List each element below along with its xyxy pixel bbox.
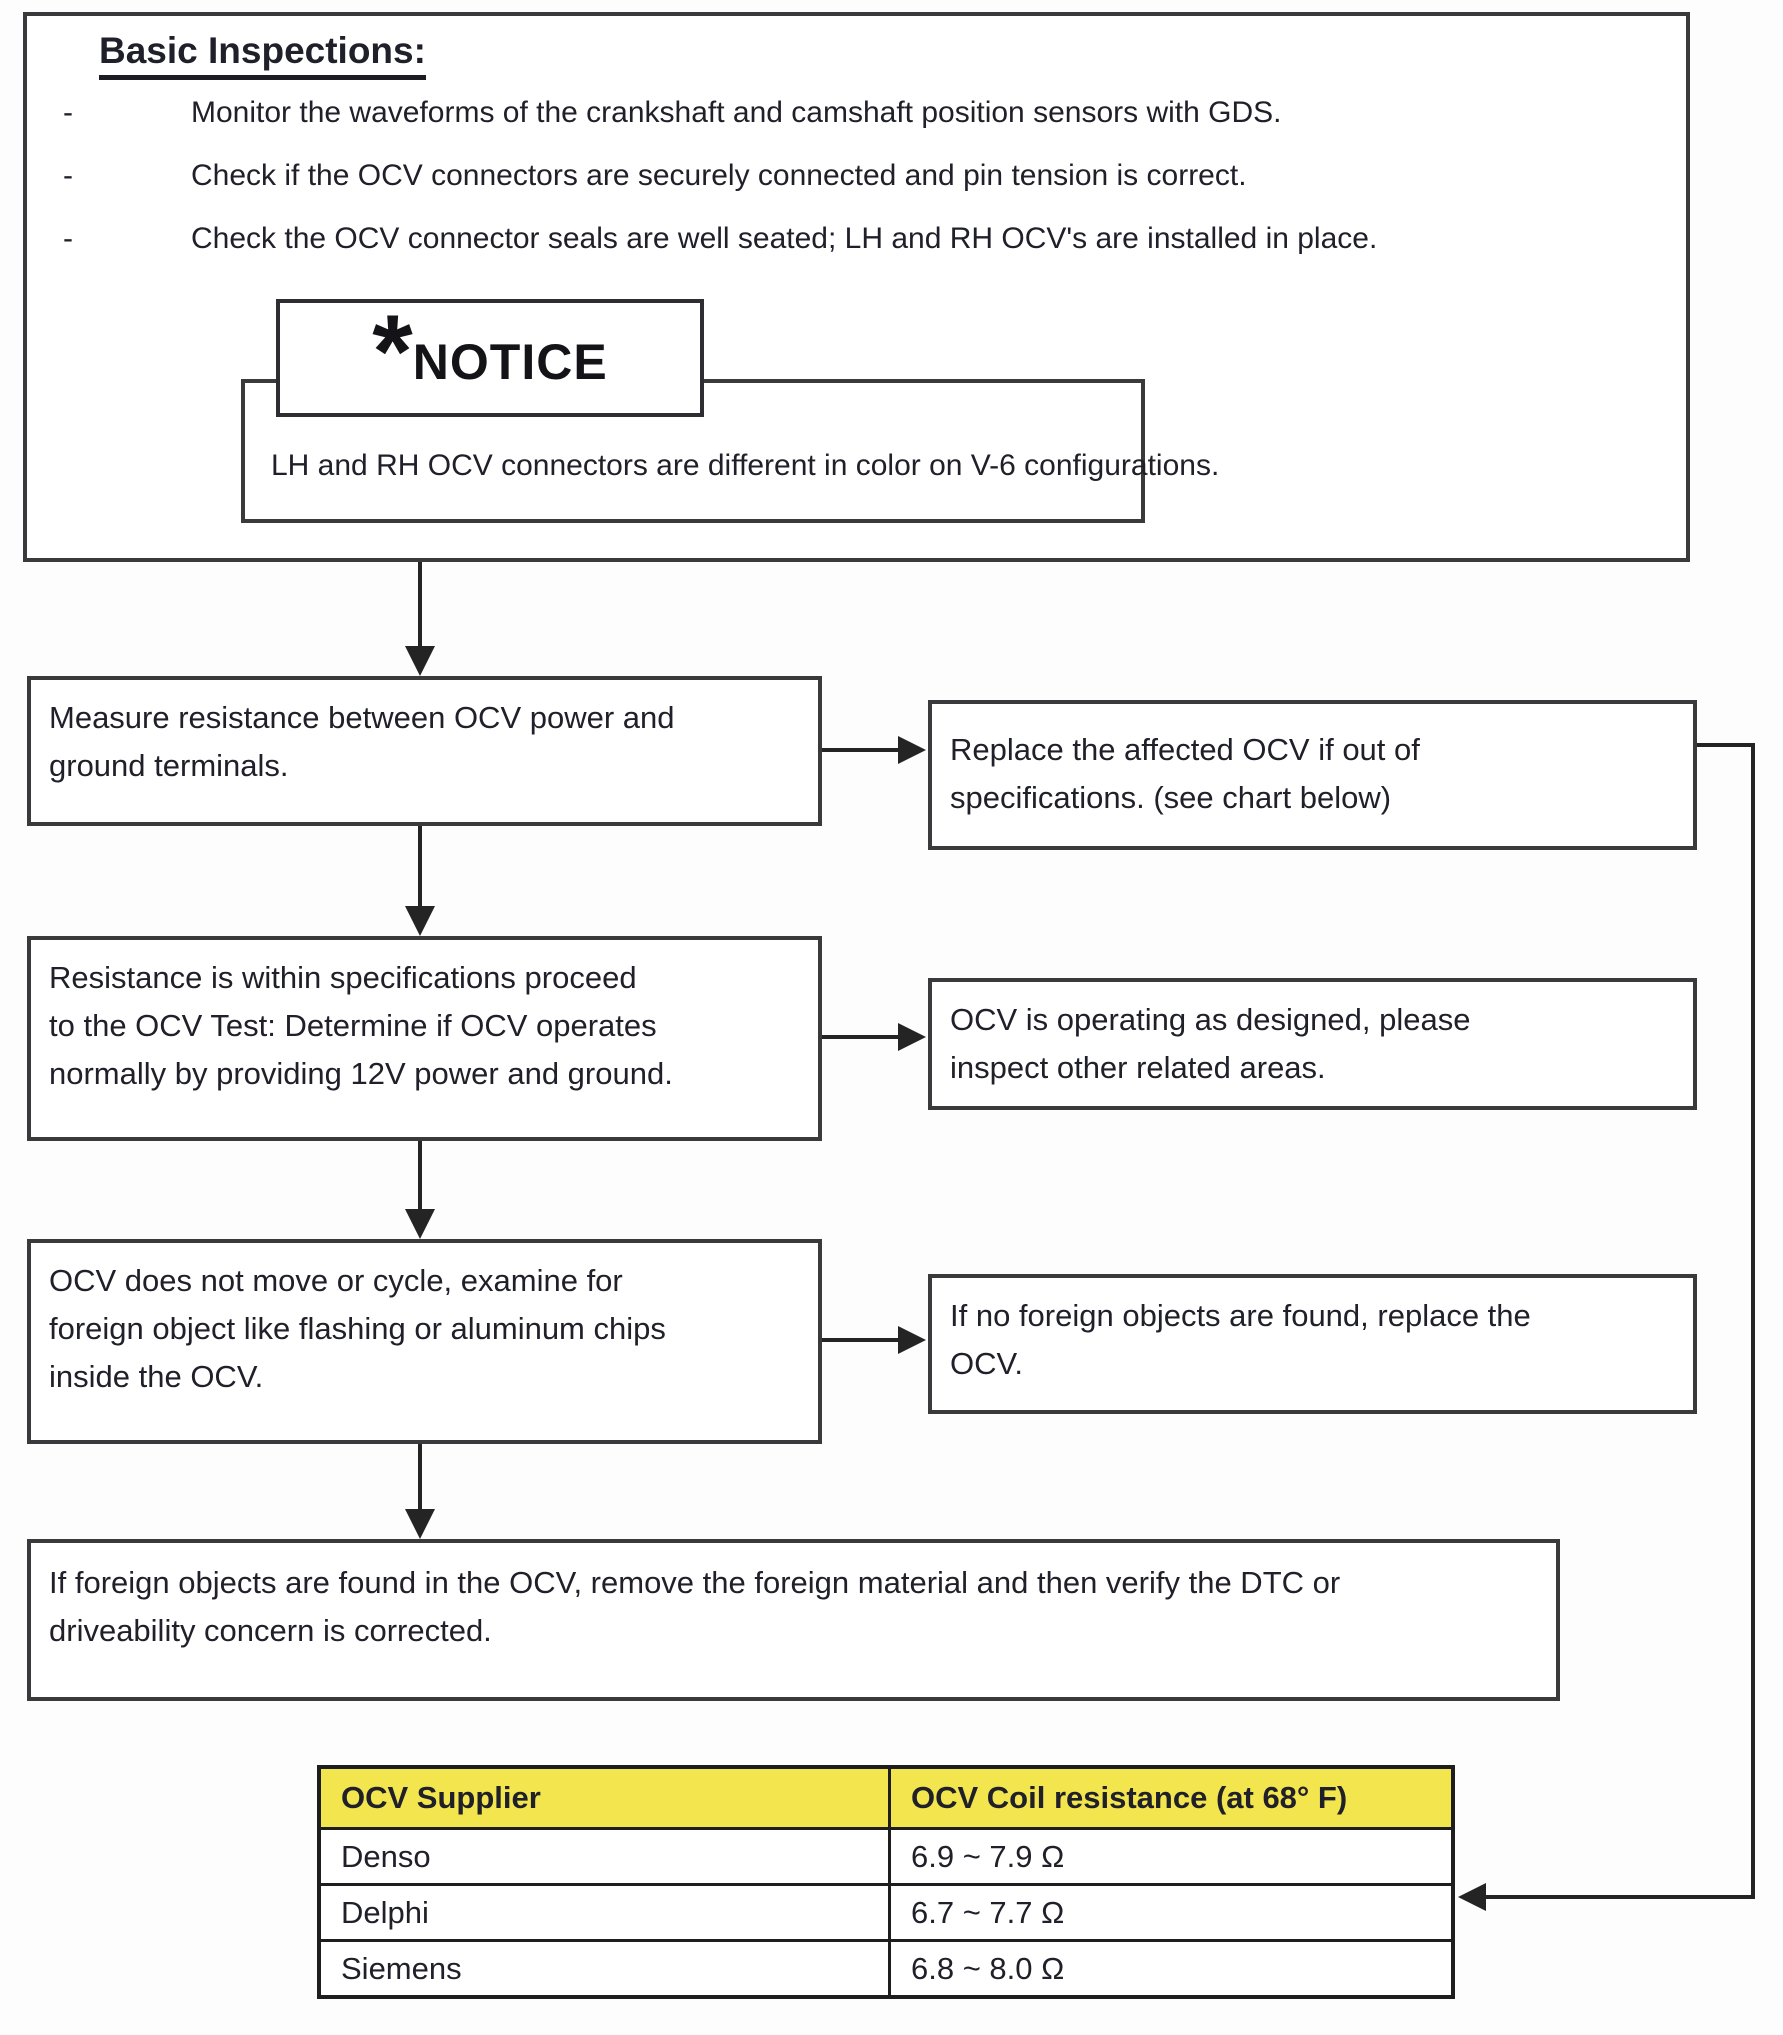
spec-table-row-siemens: Siemens 6.8 ~ 8.0 Ω (321, 1939, 1451, 1995)
asterisk-icon: * (372, 294, 413, 410)
arrow-right-1-head (898, 736, 926, 764)
inspection-bullet-text: Check the OCV connector seals are well s… (191, 222, 1378, 255)
inspection-bullet-text: Check if the OCV connectors are securely… (191, 159, 1247, 192)
resistance-cell: 6.7 ~ 7.7 Ω (911, 1894, 1065, 1930)
connector-bottom-line (1484, 1895, 1755, 1899)
supplier-header-cell: OCV Supplier (321, 1769, 891, 1827)
arrow-down-2-head (405, 906, 435, 936)
spec-table-row-delphi: Delphi 6.7 ~ 7.7 Ω (321, 1883, 1451, 1939)
arrow-right-1-line (822, 748, 900, 752)
flow-step-1-left: Measure resistance between OCV power and… (27, 676, 822, 826)
notice-label: NOTICE (412, 334, 608, 390)
arrow-down-1-head (405, 646, 435, 676)
ocv-spec-table: OCV Supplier OCV Coil resistance (at 68°… (317, 1765, 1455, 1999)
connector-arrow-left-head (1458, 1883, 1486, 1911)
basic-inspections-heading: Basic Inspections: (99, 30, 426, 80)
bullet-dash-icon: - (63, 96, 73, 129)
arrow-right-2-line (822, 1035, 900, 1039)
flow-step-1-right: Replace the affected OCV if out of speci… (928, 700, 1697, 850)
arrow-right-2-head (898, 1023, 926, 1051)
spec-table-row-denso: Denso 6.9 ~ 7.9 Ω (321, 1827, 1451, 1883)
supplier-cell: Siemens (321, 1942, 891, 1995)
arrow-down-4-head (405, 1509, 435, 1539)
flow-step-3-right: If no foreign objects are found, replace… (928, 1274, 1697, 1414)
arrow-down-3-line (418, 1141, 422, 1209)
inspection-bullet-3: - Check the OCV connector seals are well … (57, 222, 1377, 256)
inspection-bullet-2: - Check if the OCV connectors are securel… (57, 159, 1247, 193)
bullet-dash-icon: - (63, 159, 73, 192)
arrow-down-3-head (405, 1209, 435, 1239)
inspection-bullet-text: Monitor the waveforms of the crankshaft … (191, 96, 1282, 129)
flow-step-3-left: OCV does not move or cycle, examine for … (27, 1239, 822, 1444)
connector-vertical-line (1751, 743, 1755, 1899)
notice-text: LH and RH OCV connectors are different i… (271, 449, 1220, 482)
arrow-down-4-line (418, 1444, 422, 1510)
notice-callout: * NOTICE (276, 299, 704, 417)
resistance-header-cell: OCV Coil resistance (at 68° F) (891, 1769, 1451, 1827)
supplier-cell: Delphi (321, 1886, 891, 1939)
bullet-dash-icon: - (63, 222, 73, 255)
spec-table-header-row: OCV Supplier OCV Coil resistance (at 68°… (321, 1769, 1451, 1827)
supplier-cell: Denso (321, 1830, 891, 1883)
flow-final-note: If foreign objects are found in the OCV,… (27, 1539, 1560, 1701)
flow-step-2-left: Resistance is within specifications proc… (27, 936, 822, 1141)
arrow-right-3-head (898, 1326, 926, 1354)
resistance-cell: 6.9 ~ 7.9 Ω (911, 1838, 1065, 1874)
arrow-right-3-line (822, 1338, 900, 1342)
arrow-down-2-line (418, 826, 422, 908)
arrow-down-1-line (418, 562, 422, 646)
connector-top-line (1697, 743, 1755, 747)
flow-step-2-right: OCV is operating as designed, please ins… (928, 978, 1697, 1110)
inspection-bullet-1: - Monitor the waveforms of the crankshaft… (57, 96, 1282, 130)
basic-inspections-panel: Basic Inspections: - Monitor the waveform… (23, 12, 1690, 562)
resistance-cell: 6.8 ~ 8.0 Ω (911, 1950, 1065, 1986)
